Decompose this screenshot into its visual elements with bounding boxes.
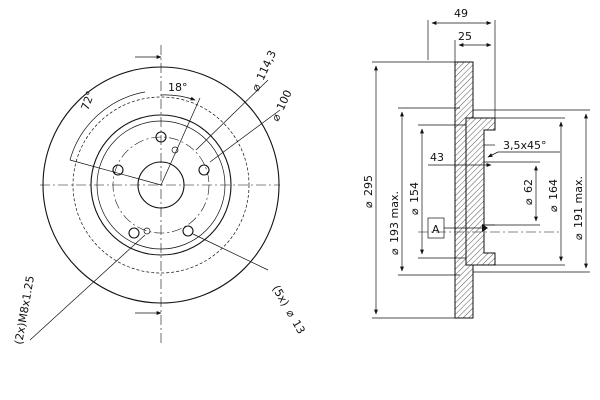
dia-295-label-group: ⌀ 295 <box>362 175 375 208</box>
hub-dia-leader <box>209 109 281 163</box>
hub-dia-label: 100 <box>274 88 295 113</box>
diameter-symbol: ⌀ <box>269 111 284 123</box>
front-view: 72° 18° ⌀ 114,3 ⌀ 100 (5x) ⌀ 13 (2x)M8x1… <box>12 45 308 346</box>
pitch-circle <box>112 136 210 234</box>
hub-recess-circle <box>72 96 250 274</box>
bolt-hole <box>112 164 124 176</box>
dia-62-label: 62 <box>522 179 535 193</box>
pcd-label-group: ⌀ 114,3 <box>249 48 279 93</box>
pcd-label: 114,3 <box>254 48 279 82</box>
thread-leader <box>29 234 146 341</box>
angle-72-leg <box>69 159 162 186</box>
bolt-hole <box>155 131 167 143</box>
dia-193-label-group: ⌀ 193 max. <box>388 191 401 255</box>
diameter-symbol: ⌀ <box>547 205 560 212</box>
bolt-hole <box>182 225 194 237</box>
width-49-label: 49 <box>454 7 468 20</box>
hat-section <box>465 117 496 266</box>
angle-72-arc <box>69 91 146 161</box>
dia-154-label: 154 <box>408 182 421 203</box>
hole-leader <box>192 233 269 271</box>
center-bore <box>137 161 185 209</box>
chamfer-label: 3,5x45° <box>503 139 547 152</box>
disc-outer-edge <box>42 66 280 304</box>
diameter-symbol: ⌀ <box>522 198 535 205</box>
diameter-symbol: ⌀ <box>388 248 401 255</box>
threaded-hole <box>143 227 151 235</box>
thread-callout-label: (2x)M8x1.25 <box>12 275 37 346</box>
threaded-hole <box>171 146 179 154</box>
hat-outer-circle <box>90 114 232 256</box>
hub-dia-label-group: ⌀ 100 <box>269 88 295 123</box>
chamfer-leader-tip <box>487 151 499 158</box>
hole-label-group: (5x) ⌀ 13 <box>269 283 307 336</box>
dia-193-label: 193 max. <box>388 191 401 243</box>
diameter-symbol: ⌀ <box>362 201 375 208</box>
angle-18-leg <box>160 97 201 186</box>
hole-dia-label: 13 <box>289 318 307 337</box>
angle-72-label: 72° <box>79 89 98 112</box>
angle-18-label: 18° <box>168 81 188 94</box>
holes-count-label: (5x) <box>269 283 291 309</box>
dia-191-label-group: ⌀ 191 max. <box>572 176 585 240</box>
diameter-symbol: ⌀ <box>249 81 264 93</box>
diameter-symbol: ⌀ <box>408 208 421 215</box>
diameter-symbol: ⌀ <box>283 307 298 320</box>
pcd-leader <box>195 79 269 151</box>
hat-inner-circle <box>96 120 226 250</box>
dia-164-label-group: ⌀ 164 <box>547 179 560 212</box>
width-25-label: 25 <box>458 30 472 43</box>
section-view: 49 25 ⌀ 295 ⌀ 193 max. ⌀ 154 43 <box>362 7 590 319</box>
datum-label: A <box>432 223 440 236</box>
diameter-symbol: ⌀ <box>572 233 585 240</box>
dia-191-label: 191 max. <box>572 176 585 228</box>
dia-164-label: 164 <box>547 179 560 200</box>
bolt-hole <box>198 164 210 176</box>
datum-triangle <box>482 224 488 232</box>
bolt-hole <box>128 227 140 239</box>
bolt-holes <box>112 131 210 239</box>
depth-43-label: 43 <box>430 151 444 164</box>
dia-62-label-group: ⌀ 62 <box>522 179 535 205</box>
dia-295-label: 295 <box>362 175 375 196</box>
dia-154-label-group: ⌀ 154 <box>408 182 421 215</box>
angle-18-arc <box>160 94 196 101</box>
